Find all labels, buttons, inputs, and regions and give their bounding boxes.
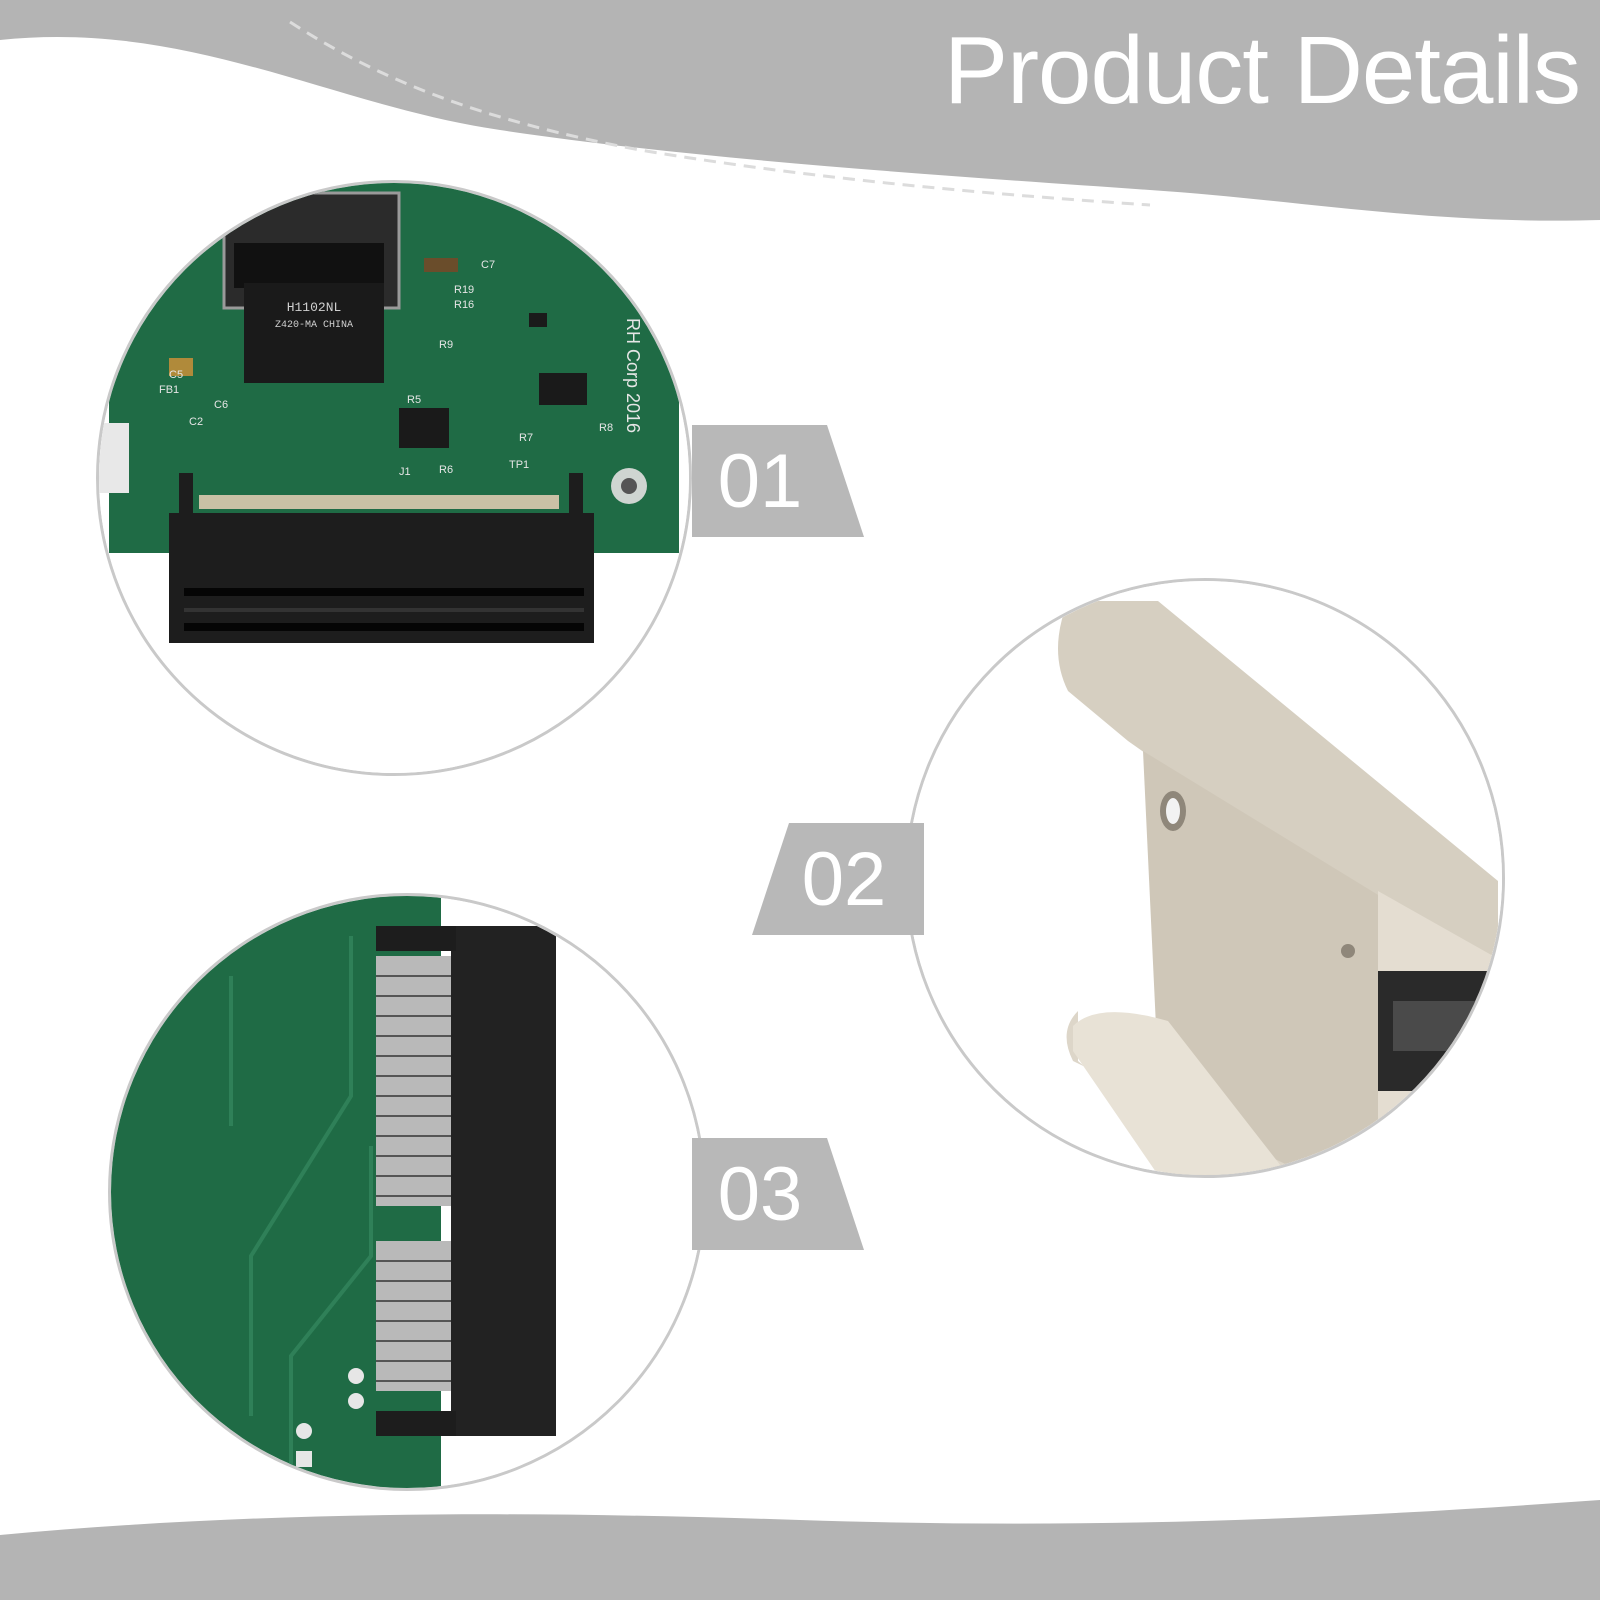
svg-text:R6: R6 xyxy=(439,464,453,476)
svg-text:R9: R9 xyxy=(439,339,453,351)
bottom-gray-band xyxy=(0,1500,1600,1600)
svg-text:R19: R19 xyxy=(454,284,474,296)
copyright-label: RH Corp 2016 xyxy=(623,318,643,433)
svg-text:J1: J1 xyxy=(399,466,411,478)
svg-text:R5: R5 xyxy=(407,394,421,406)
connector-illustration xyxy=(111,896,703,1488)
detail-number-02-label: 02 xyxy=(801,836,887,922)
detail-number-03: 03 xyxy=(692,1138,864,1250)
svg-text:R7: R7 xyxy=(519,432,533,444)
svg-text:FB1: FB1 xyxy=(159,384,179,396)
detail-number-02: 02 xyxy=(752,823,924,935)
bracket-illustration xyxy=(908,581,1502,1175)
detail-image-02 xyxy=(905,578,1505,1178)
pcb-top-illustration: H1102NL Z420-MA CHINA RH Corp 2016 C7 R1… xyxy=(99,183,689,773)
detail-image-01: H1102NL Z420-MA CHINA RH Corp 2016 C7 R1… xyxy=(96,180,692,776)
svg-text:R8: R8 xyxy=(599,422,613,434)
svg-text:TP1: TP1 xyxy=(509,459,529,471)
svg-text:C6: C6 xyxy=(214,399,228,411)
transformer-label: H1102NL xyxy=(287,300,342,315)
svg-text:C2: C2 xyxy=(189,416,203,428)
transformer-label-2: Z420-MA CHINA xyxy=(275,320,353,331)
dashed-curve xyxy=(289,20,1151,207)
svg-text:C5: C5 xyxy=(169,369,183,381)
detail-number-01: 01 xyxy=(692,425,864,537)
svg-text:C7: C7 xyxy=(481,259,495,271)
detail-number-03-label: 03 xyxy=(717,1151,803,1237)
top-gray-band xyxy=(0,0,1600,221)
detail-image-03 xyxy=(108,893,706,1491)
page-title: Product Details xyxy=(944,17,1581,124)
detail-number-01-label: 01 xyxy=(717,438,803,524)
svg-text:R16: R16 xyxy=(454,299,474,311)
